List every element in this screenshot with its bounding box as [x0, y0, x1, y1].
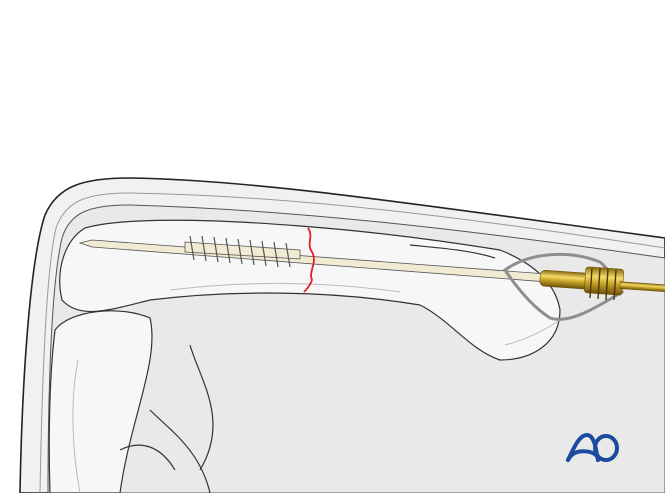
- drill-sleeve: [539, 266, 665, 301]
- bone: [59, 219, 561, 361]
- fracture-line: [303, 227, 315, 293]
- screw-shaft: [184, 241, 301, 260]
- screw-threads: [189, 235, 291, 268]
- ao-logo: [566, 432, 619, 462]
